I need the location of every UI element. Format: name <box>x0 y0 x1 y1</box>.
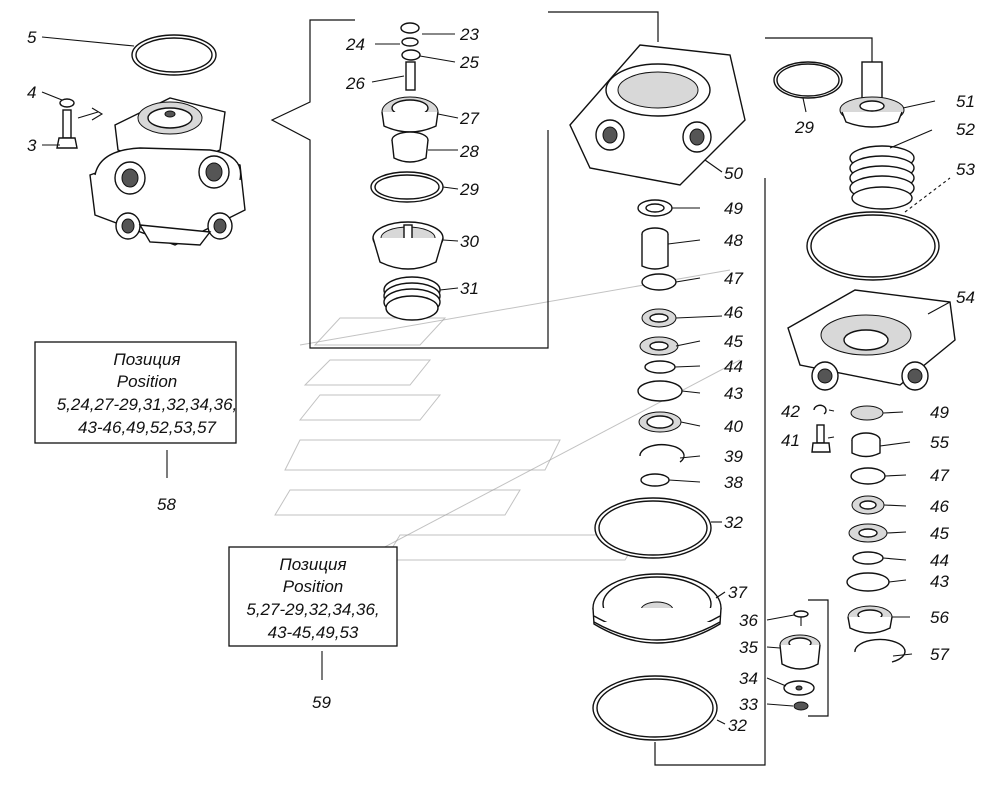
part-41-bolt <box>816 424 825 444</box>
part-25-washer <box>401 49 421 61</box>
box58-line3: 5,24,27-29,31,32,34,36, <box>57 395 238 414</box>
label-29-right: 29 <box>794 118 814 137</box>
part-labels: 5 4 3 23 24 25 26 27 28 29 30 31 50 49 4… <box>27 25 975 735</box>
part-24-washer <box>401 37 419 47</box>
piston-stack <box>270 19 549 349</box>
label-27: 27 <box>459 109 479 128</box>
label-32: 32 <box>724 513 743 532</box>
label-49-right: 49 <box>930 403 949 422</box>
part-33-nut <box>793 701 809 711</box>
label-34: 34 <box>739 669 758 688</box>
label-46-right: 46 <box>930 497 949 516</box>
label-24: 24 <box>345 35 365 54</box>
label-38: 38 <box>724 473 743 492</box>
part-47-ring <box>641 273 677 291</box>
label-31: 31 <box>460 279 479 298</box>
label-36: 36 <box>739 611 758 630</box>
label-45: 45 <box>724 332 743 351</box>
label-57: 57 <box>930 645 949 664</box>
valve-assembly-left <box>56 34 246 246</box>
label-40: 40 <box>724 417 743 436</box>
part-57-snap-ring <box>854 638 906 663</box>
right-stack <box>765 37 956 663</box>
box59-line3: 5,27-29,32,34,36, <box>246 600 379 619</box>
part-44-ring <box>644 360 676 374</box>
part-39-snap-ring <box>639 443 685 463</box>
label-46: 46 <box>724 303 743 322</box>
part-23-nut <box>400 22 420 34</box>
label-33: 33 <box>739 695 758 714</box>
label-25: 25 <box>459 53 479 72</box>
part-43-ring <box>637 380 683 402</box>
part-51-plunger <box>861 61 883 103</box>
label-37: 37 <box>728 583 747 602</box>
label-47-right: 47 <box>930 466 949 485</box>
label-3: 3 <box>27 136 37 155</box>
box58-line1: Позиция <box>113 350 180 369</box>
part-26-screw <box>405 61 416 91</box>
label-53: 53 <box>956 160 975 179</box>
part-49-bushing-right <box>850 405 884 421</box>
label-4: 4 <box>27 83 36 102</box>
label-51: 51 <box>956 92 975 111</box>
label-39: 39 <box>724 447 743 466</box>
label-28: 28 <box>459 142 479 161</box>
label-32-lower: 32 <box>728 716 747 735</box>
label-59: 59 <box>312 693 331 712</box>
label-47: 47 <box>724 269 743 288</box>
part-36-screw <box>793 610 809 618</box>
label-35: 35 <box>739 638 758 657</box>
part-44-ring-right <box>852 551 884 565</box>
label-56: 56 <box>930 608 949 627</box>
position-box-58: Позиция Position 5,24,27-29,31,32,34,36,… <box>34 341 238 444</box>
box59-line1: Позиция <box>279 555 346 574</box>
part-42-washer <box>813 404 827 415</box>
box59-line2: Position <box>283 577 343 596</box>
part-3-bolt <box>62 109 72 139</box>
label-43-right: 43 <box>930 572 949 591</box>
label-49: 49 <box>724 199 743 218</box>
box58-line2: Position <box>117 372 177 391</box>
label-55: 55 <box>930 433 949 452</box>
label-42: 42 <box>781 402 800 421</box>
part-4-washer <box>59 98 75 108</box>
box59-line4: 43-45,49,53 <box>268 623 359 642</box>
label-54: 54 <box>956 288 975 307</box>
label-41: 41 <box>781 431 800 450</box>
label-30: 30 <box>460 232 479 251</box>
box58-line4: 43-46,49,52,53,57 <box>78 418 217 437</box>
label-50: 50 <box>724 164 743 183</box>
misc-leaders <box>41 36 323 680</box>
position-box-59: Позиция Position 5,27-29,32,34,36, 43-45… <box>228 546 398 647</box>
part-43-ring-right <box>846 572 890 592</box>
label-26: 26 <box>345 74 365 93</box>
label-52: 52 <box>956 120 975 139</box>
label-58: 58 <box>157 495 176 514</box>
housing-stack <box>548 11 766 766</box>
label-45-right: 45 <box>930 524 949 543</box>
part-38-ring <box>640 473 670 487</box>
part-47-ring-right <box>850 467 886 485</box>
label-44: 44 <box>724 357 743 376</box>
label-23: 23 <box>459 25 479 44</box>
valve-sub-stack <box>766 599 829 717</box>
label-44-right: 44 <box>930 551 949 570</box>
label-43: 43 <box>724 384 743 403</box>
label-29: 29 <box>459 180 479 199</box>
label-48: 48 <box>724 231 743 250</box>
label-5: 5 <box>27 28 37 47</box>
